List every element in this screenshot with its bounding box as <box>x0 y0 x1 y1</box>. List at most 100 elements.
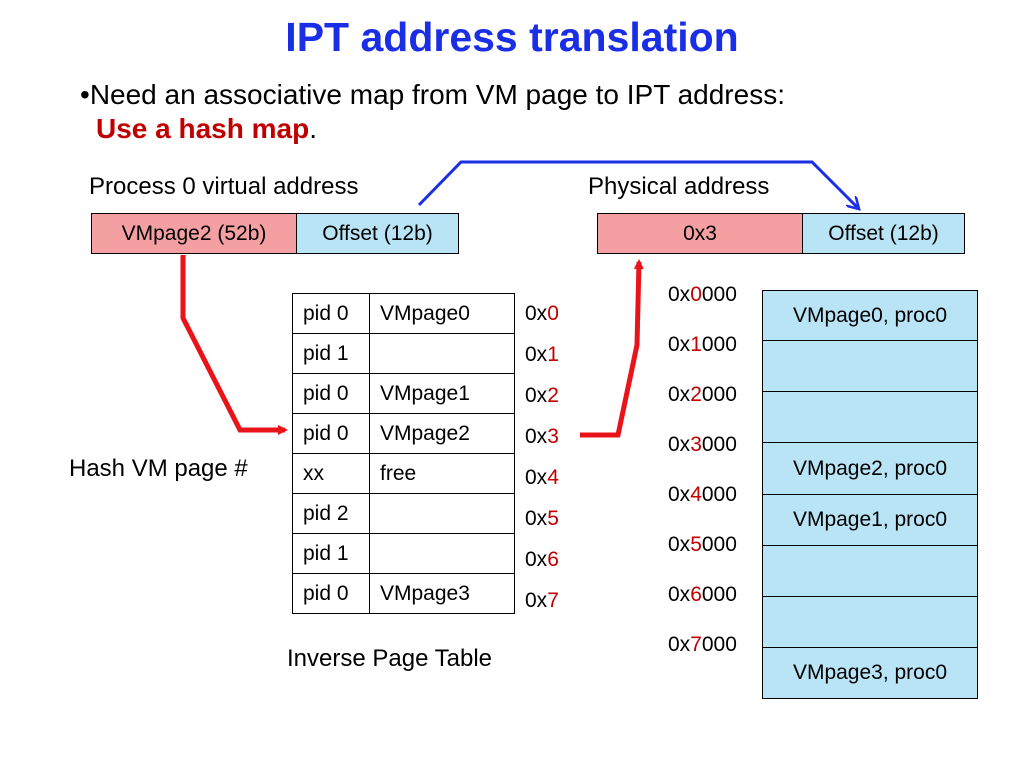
ipt-index-prefix: 0x <box>525 384 548 407</box>
memory-address-suffix: 000 <box>701 333 737 356</box>
memory-address-digit: 4 <box>690 483 702 506</box>
memory-address-prefix: 0x <box>668 333 691 356</box>
ipt-index-label: 0x0 <box>525 302 559 326</box>
memory-address-prefix: 0x <box>668 483 691 506</box>
memory-address-suffix: 000 <box>701 533 737 556</box>
ipt-index-prefix: 0x <box>525 507 548 530</box>
memory-address-label: 0x1000 <box>668 333 737 357</box>
physical-address-label: Physical address <box>588 173 770 200</box>
ipt-index-prefix: 0x <box>525 343 548 366</box>
hash-arrow <box>180 255 288 435</box>
ipt-index-label: 0x3 <box>525 425 559 449</box>
memory-frame: VMpage3, proc0 <box>762 647 978 699</box>
ipt-index-prefix: 0x <box>525 548 548 571</box>
ipt-pid-cell: pid 1 <box>292 533 370 574</box>
ipt-pid-cell: pid 0 <box>292 293 370 334</box>
slide-title: IPT address translation <box>285 14 739 60</box>
ipt-index-label: 0x1 <box>525 343 559 367</box>
ipt-index-label: 0x5 <box>525 507 559 531</box>
memory-address-label: 0x2000 <box>668 383 737 407</box>
ipt-index-digit: 7 <box>547 589 559 612</box>
ipt-page-cell: free <box>369 453 515 494</box>
memory-address-suffix: 000 <box>701 383 737 406</box>
memory-address-digit: 7 <box>690 633 702 656</box>
ipt-index-label: 0x2 <box>525 384 559 408</box>
memory-address-prefix: 0x <box>668 583 691 606</box>
ipt-pid-cell: pid 0 <box>292 373 370 414</box>
ipt-page-cell <box>369 533 515 574</box>
ipt-index-digit: 4 <box>547 466 559 489</box>
ipt-index-digit: 2 <box>547 384 559 407</box>
ipt-index-label: 0x6 <box>525 548 559 572</box>
frame-arrow <box>580 259 644 438</box>
memory-address-label: 0x0000 <box>668 283 737 307</box>
ipt-pid-cell: pid 1 <box>292 333 370 374</box>
ipt-pid-cell: pid 0 <box>292 573 370 614</box>
memory-address-digit: 6 <box>690 583 702 606</box>
ipt-row: pid 2 <box>292 493 515 534</box>
memory-address-label: 0x4000 <box>668 483 737 507</box>
virtual-offset-field: Offset (12b) <box>296 213 459 254</box>
virtual-address-label: Process 0 virtual address <box>89 173 359 200</box>
offset-arrow <box>417 160 857 207</box>
memory-address-prefix: 0x <box>668 433 691 456</box>
bullet-marker: • <box>80 79 90 110</box>
ipt-index-digit: 5 <box>547 507 559 530</box>
memory-address-prefix: 0x <box>668 383 691 406</box>
memory-address-suffix: 000 <box>701 283 737 306</box>
memory-frame <box>762 391 978 443</box>
hash-label: Hash VM page # <box>69 455 248 482</box>
physical-page-field: 0x3 <box>597 213 803 254</box>
ipt-index-label: 0x4 <box>525 466 559 490</box>
memory-address-label: 0x5000 <box>668 533 737 557</box>
memory-address-suffix: 000 <box>701 483 737 506</box>
ipt-pid-cell: xx <box>292 453 370 494</box>
memory-address-prefix: 0x <box>668 533 691 556</box>
ipt-page-cell <box>369 333 515 374</box>
memory-frame: VMpage1, proc0 <box>762 494 978 546</box>
memory-address-digit: 1 <box>690 333 702 356</box>
memory-address-digit: 3 <box>690 433 702 456</box>
memory-address-digit: 2 <box>690 383 702 406</box>
ipt-index-digit: 3 <box>547 425 559 448</box>
memory-address-prefix: 0x <box>668 283 691 306</box>
ipt-pid-cell: pid 0 <box>292 413 370 454</box>
ipt-index-label: 0x7 <box>525 589 559 613</box>
ipt-index-prefix: 0x <box>525 302 548 325</box>
ipt-page-cell <box>369 493 515 534</box>
ipt-page-cell: VMpage1 <box>369 373 515 414</box>
memory-address-label: 0x3000 <box>668 433 737 457</box>
ipt-row: pid 1 <box>292 533 515 574</box>
memory-address-prefix: 0x <box>668 633 691 656</box>
memory-address-digit: 0 <box>690 283 702 306</box>
ipt-index-digit: 1 <box>547 343 559 366</box>
bullet-point: •Need an associative map from VM page to… <box>80 78 785 146</box>
memory-address-label: 0x6000 <box>668 583 737 607</box>
ipt-page-cell: VMpage3 <box>369 573 515 614</box>
ipt-row: pid 1 <box>292 333 515 374</box>
bullet-text: Need an associative map from VM page to … <box>89 79 785 110</box>
vm-page-field: VMpage2 (52b) <box>91 213 297 254</box>
ipt-pid-cell: pid 2 <box>292 493 370 534</box>
memory-frame: VMpage0, proc0 <box>762 290 978 341</box>
physical-offset-field: Offset (12b) <box>802 213 965 254</box>
memory-address-digit: 5 <box>690 533 702 556</box>
memory-address-label: 0x7000 <box>668 633 737 657</box>
ipt-index-digit: 0 <box>547 302 559 325</box>
memory-frame <box>762 545 978 597</box>
memory-frame <box>762 340 978 392</box>
memory-frame: VMpage2, proc0 <box>762 442 978 495</box>
ipt-caption: Inverse Page Table <box>287 645 493 672</box>
ipt-index-prefix: 0x <box>525 589 548 612</box>
ipt-index-digit: 6 <box>547 548 559 571</box>
memory-address-suffix: 000 <box>701 633 737 656</box>
bullet-emphasis: Use a hash map <box>96 113 310 144</box>
bullet-end: . <box>309 113 317 144</box>
